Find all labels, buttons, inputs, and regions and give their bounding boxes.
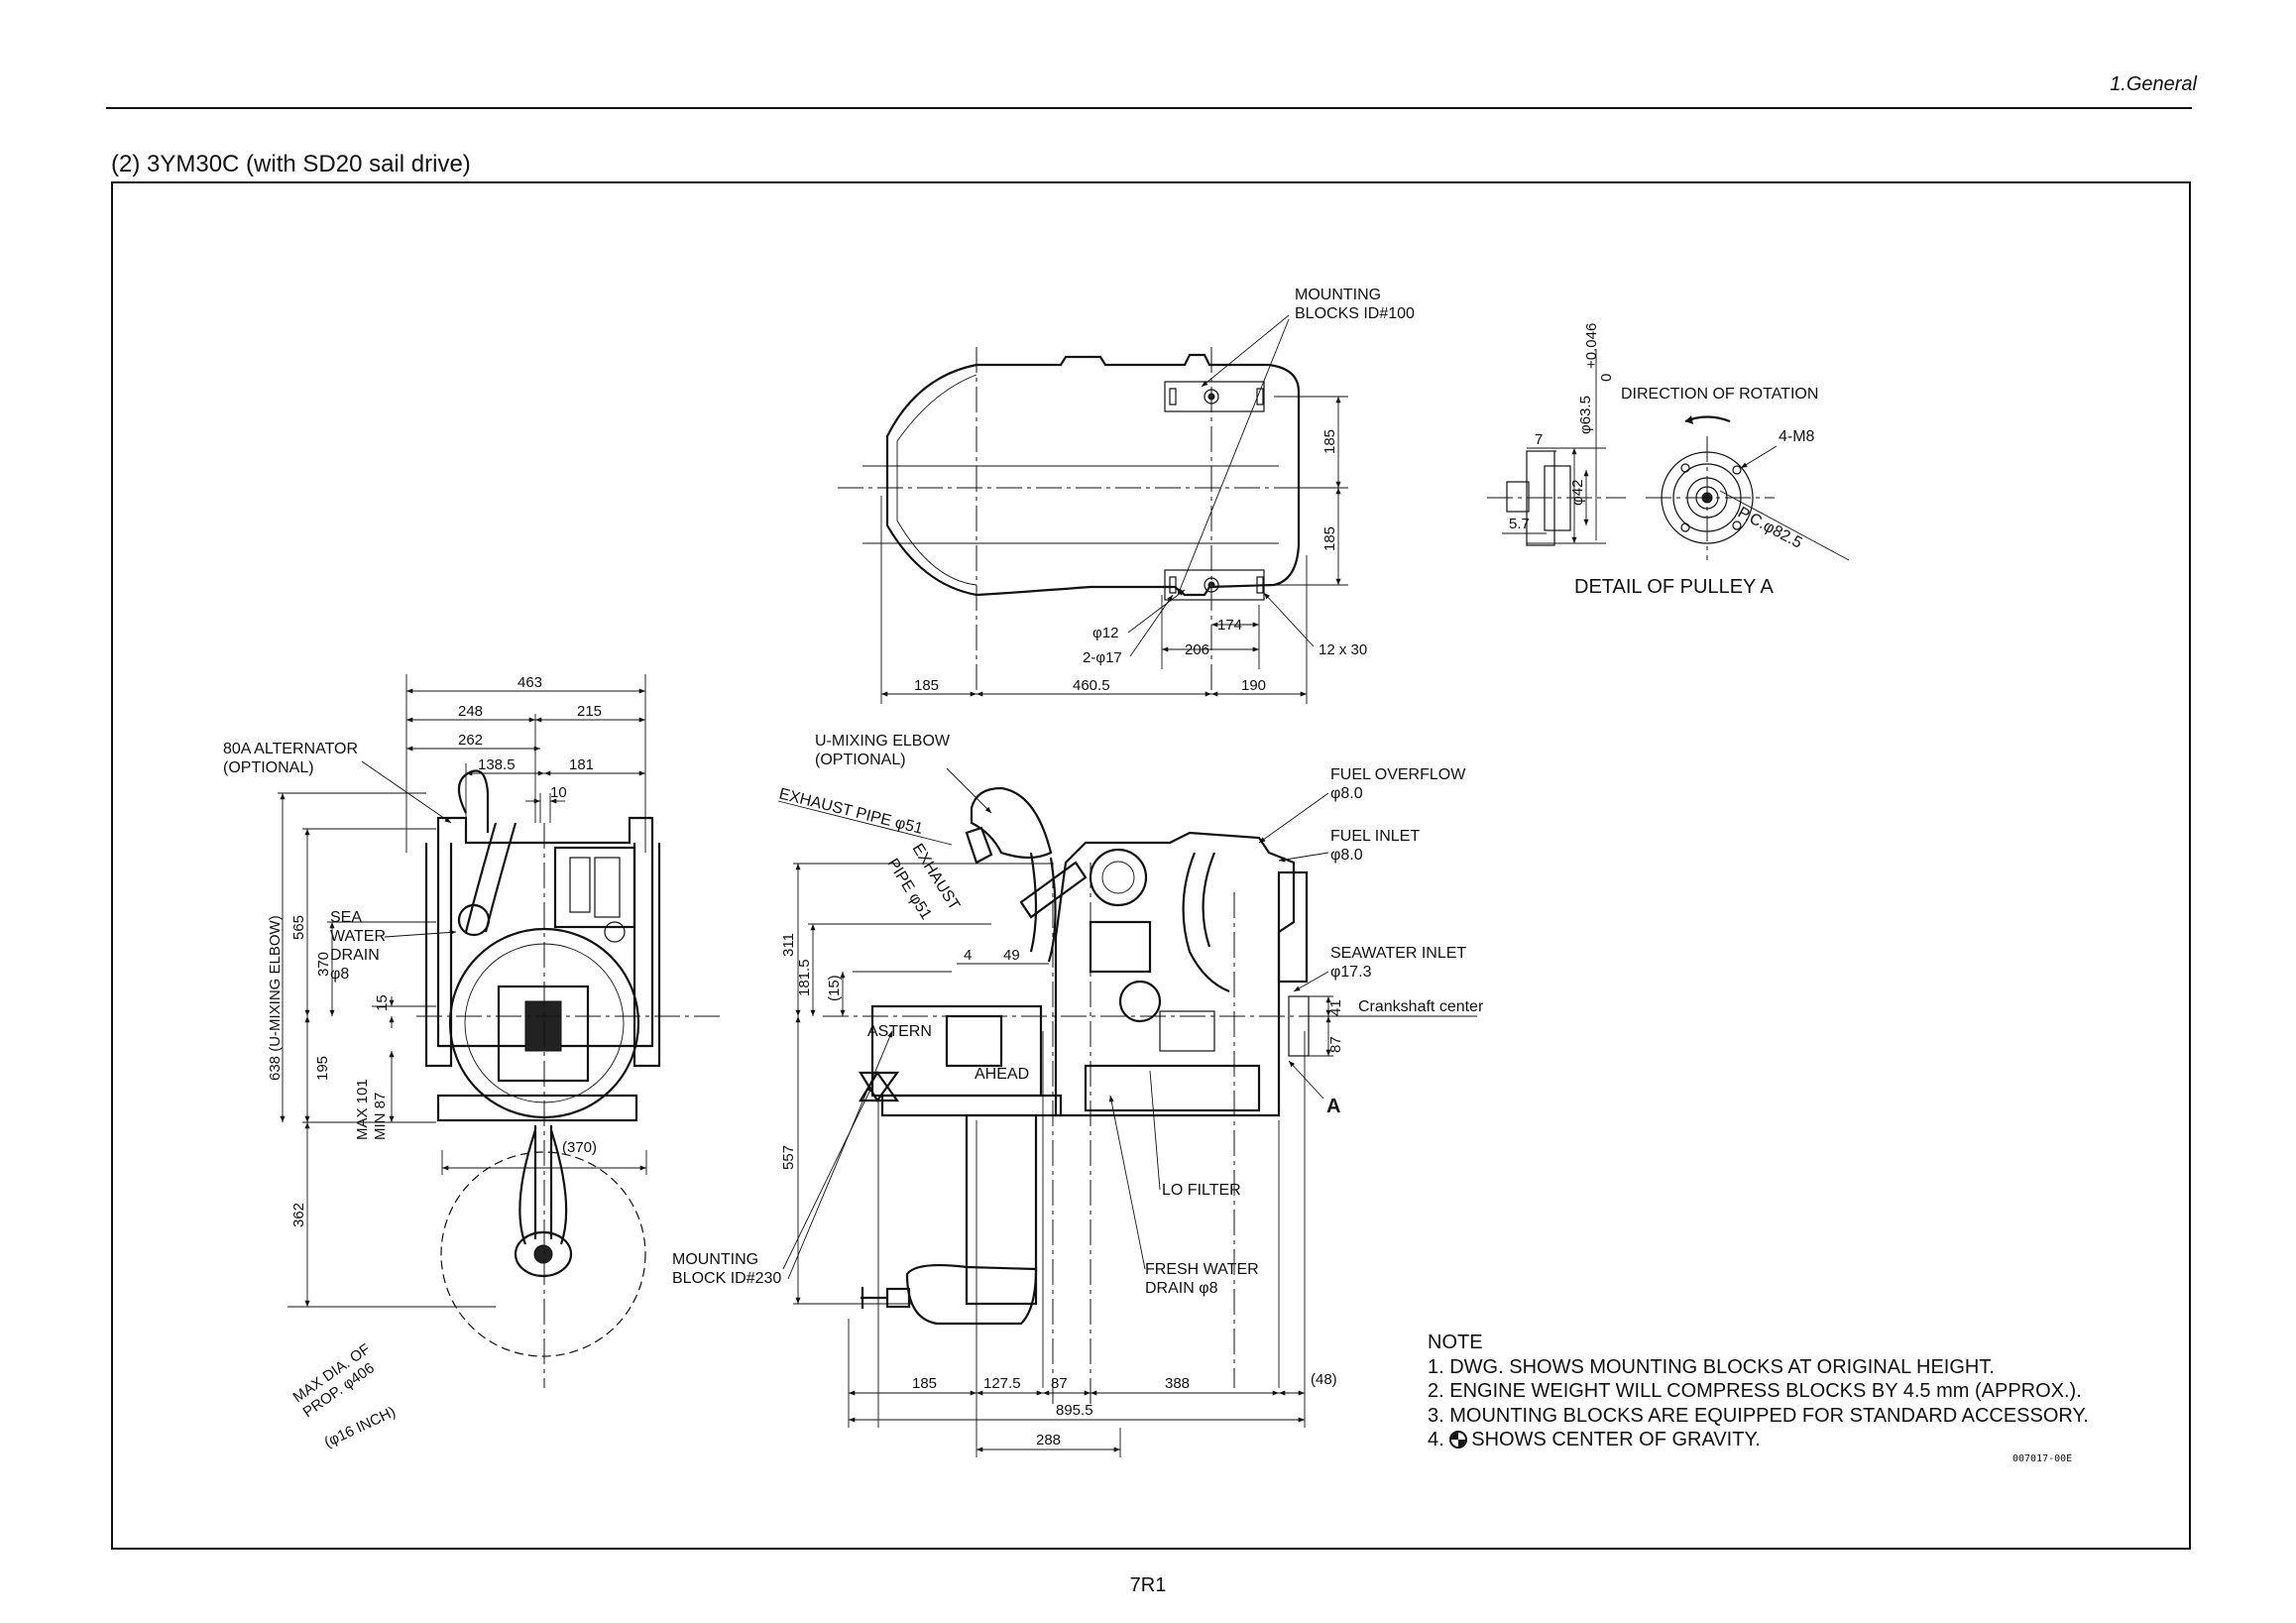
dim-185-lower: 185 — [1321, 526, 1338, 551]
top-view: 185 185 174 206 185 460.5 190 MOUNTING B… — [838, 287, 1415, 704]
dim-557: 557 — [780, 1145, 797, 1170]
alternator-label-1: 80A ALTERNATOR — [223, 741, 358, 757]
dim-311: 311 — [780, 933, 797, 957]
note-item-4-prefix: 4. — [1428, 1429, 1444, 1450]
fresh-water-drain-label-2: DRAIN φ8 — [1145, 1280, 1218, 1297]
dim-181-5: 181.5 — [796, 959, 813, 996]
dim-195: 195 — [314, 1056, 331, 1081]
dim-181: 181 — [569, 756, 594, 773]
notes-block: NOTE 1. DWG. SHOWS MOUNTING BLOCKS AT OR… — [1428, 1331, 2089, 1452]
slot-12x30-label: 12 x 30 — [1319, 641, 1367, 658]
u-mixing-elbow-label-1: U-MIXING ELBOW — [815, 733, 951, 750]
mounting-blocks-label-1: MOUNTING — [1295, 287, 1381, 303]
seawater-inlet-label-2: φ17.3 — [1330, 964, 1372, 981]
drawing-code: 007017-00E — [2012, 1453, 2073, 1464]
note-item-3: 3. MOUNTING BLOCKS ARE EQUIPPED FOR STAN… — [1428, 1404, 2089, 1427]
dim-206: 206 — [1185, 641, 1209, 658]
dim-10: 10 — [550, 784, 567, 801]
header-rule — [106, 107, 2192, 109]
dim-370-paren: (370) — [562, 1139, 597, 1156]
dim-185-bottom: 185 — [914, 677, 939, 694]
sea-water-drain-2: WATER — [330, 928, 386, 945]
drawing-frame — [111, 181, 2191, 1550]
fuel-inlet-label-1: FUEL INLET — [1330, 828, 1420, 845]
side-view: 311 181.5 (15) 557 4 49 41 87 185 127.5 … — [672, 733, 1484, 1457]
dim-174: 174 — [1217, 617, 1242, 634]
notes-heading: NOTE — [1428, 1332, 1483, 1353]
mounting-block-230-label-2: BLOCK ID#230 — [672, 1270, 781, 1287]
max-101-label: MAX 101 — [354, 1079, 371, 1140]
u-mixing-elbow-label-2: (OPTIONAL) — [815, 752, 906, 768]
dim-138-5: 138.5 — [478, 756, 516, 773]
fresh-water-drain-label-1: FRESH WATER — [1145, 1261, 1259, 1278]
dim-370: 370 — [315, 952, 332, 977]
dim-638-u-mixing: 638 (U-MIXING ELBOW) — [267, 915, 284, 1081]
dim-288: 288 — [1036, 1432, 1061, 1449]
pulley-detail: +0.046 0 φ63.5 φ42 7 5.7 DIRECTION OF RO… — [1487, 323, 1850, 598]
view-a-label: A — [1326, 1096, 1340, 1117]
tol-lower: 0 — [1598, 374, 1615, 382]
mounting-blocks-label-2: BLOCKS ID#100 — [1295, 305, 1415, 322]
dim-185-upper: 185 — [1321, 429, 1338, 454]
seawater-inlet-label-1: SEAWATER INLET — [1330, 945, 1466, 962]
tol-upper: +0.046 — [1583, 323, 1600, 369]
dia-63-5: φ63.5 — [1577, 396, 1594, 434]
dia-42: φ42 — [1569, 480, 1586, 506]
direction-of-rotation-label: DIRECTION OF ROTATION — [1621, 386, 1818, 403]
dim-87-right: 87 — [1327, 1036, 1344, 1053]
dim-49: 49 — [1003, 947, 1020, 964]
dim-565: 565 — [290, 915, 307, 940]
figure-title: (2) 3YM30C (with SD20 sail drive) — [111, 151, 471, 177]
astern-label: ASTERN — [867, 1023, 932, 1040]
dim-248: 248 — [458, 703, 483, 720]
dim-7: 7 — [1535, 431, 1543, 448]
note-item-4: 4. SHOWS CENTER OF GRAVITY. — [1428, 1428, 2089, 1452]
center-of-gravity-icon — [1449, 1431, 1468, 1449]
dim-190: 190 — [1241, 677, 1266, 694]
dim-5-7: 5.7 — [1509, 516, 1530, 532]
dim-215: 215 — [577, 703, 602, 720]
dim-460-5: 460.5 — [1073, 677, 1110, 694]
crankshaft-center-label: Crankshaft center — [1358, 998, 1484, 1015]
dim-127-5: 127.5 — [983, 1375, 1021, 1392]
dim-362: 362 — [290, 1203, 307, 1227]
alternator-label-2: (OPTIONAL) — [223, 759, 314, 776]
fuel-overflow-label-2: φ8.0 — [1330, 785, 1363, 802]
dim-48-paren: (48) — [1311, 1371, 1337, 1388]
note-item-1: 1. DWG. SHOWS MOUNTING BLOCKS AT ORIGINA… — [1428, 1355, 1995, 1378]
note-item-4-text: SHOWS CENTER OF GRAVITY. — [1471, 1429, 1761, 1450]
fuel-inlet-label-2: φ8.0 — [1330, 847, 1363, 864]
dim-463: 463 — [517, 674, 542, 691]
dia-12-label: φ12 — [1092, 625, 1118, 641]
detail-pulley-a-label: DETAIL OF PULLEY A — [1574, 576, 1774, 598]
prop-16-inch: (φ16 INCH) — [322, 1404, 399, 1451]
ahead-label: AHEAD — [975, 1066, 1029, 1083]
four-m8-label: 4-M8 — [1779, 428, 1815, 445]
min-87-label: MIN 87 — [372, 1093, 389, 1140]
exhaust-pipe-label: EXHAUST PIPE φ51 — [777, 785, 925, 838]
note-item-2: 2. ENGINE WEIGHT WILL COMPRESS BLOCKS BY… — [1428, 1380, 2082, 1402]
dim-185-side: 185 — [912, 1375, 937, 1392]
sea-water-drain-1: SEA — [330, 909, 362, 926]
sea-water-drain-3: DRAIN — [330, 947, 380, 964]
dim-15: 15 — [374, 994, 391, 1011]
mounting-block-230-label-1: MOUNTING — [672, 1251, 758, 1268]
dim-4: 4 — [964, 947, 972, 964]
dim-41: 41 — [1327, 999, 1344, 1016]
fuel-overflow-label-1: FUEL OVERFLOW — [1330, 766, 1466, 783]
dim-262: 262 — [458, 732, 483, 749]
lo-filter-label: LO FILTER — [1162, 1182, 1241, 1199]
dim-15-paren: (15) — [826, 975, 843, 1001]
dim-388: 388 — [1165, 1375, 1190, 1392]
pc-82-5-label: P.C.φ82.5 — [1735, 505, 1804, 552]
dia-2-17-label: 2-φ17 — [1083, 649, 1122, 666]
dim-87-bottom: 87 — [1051, 1375, 1068, 1392]
front-view: 463 248 215 262 138.5 181 10 638 (U-MIXI… — [223, 674, 724, 1451]
page-number: 7R1 — [1129, 1574, 1167, 1596]
section-header: 1.General — [2110, 73, 2197, 95]
sea-water-drain-4: φ8 — [330, 966, 349, 983]
dim-895-5: 895.5 — [1056, 1402, 1093, 1419]
